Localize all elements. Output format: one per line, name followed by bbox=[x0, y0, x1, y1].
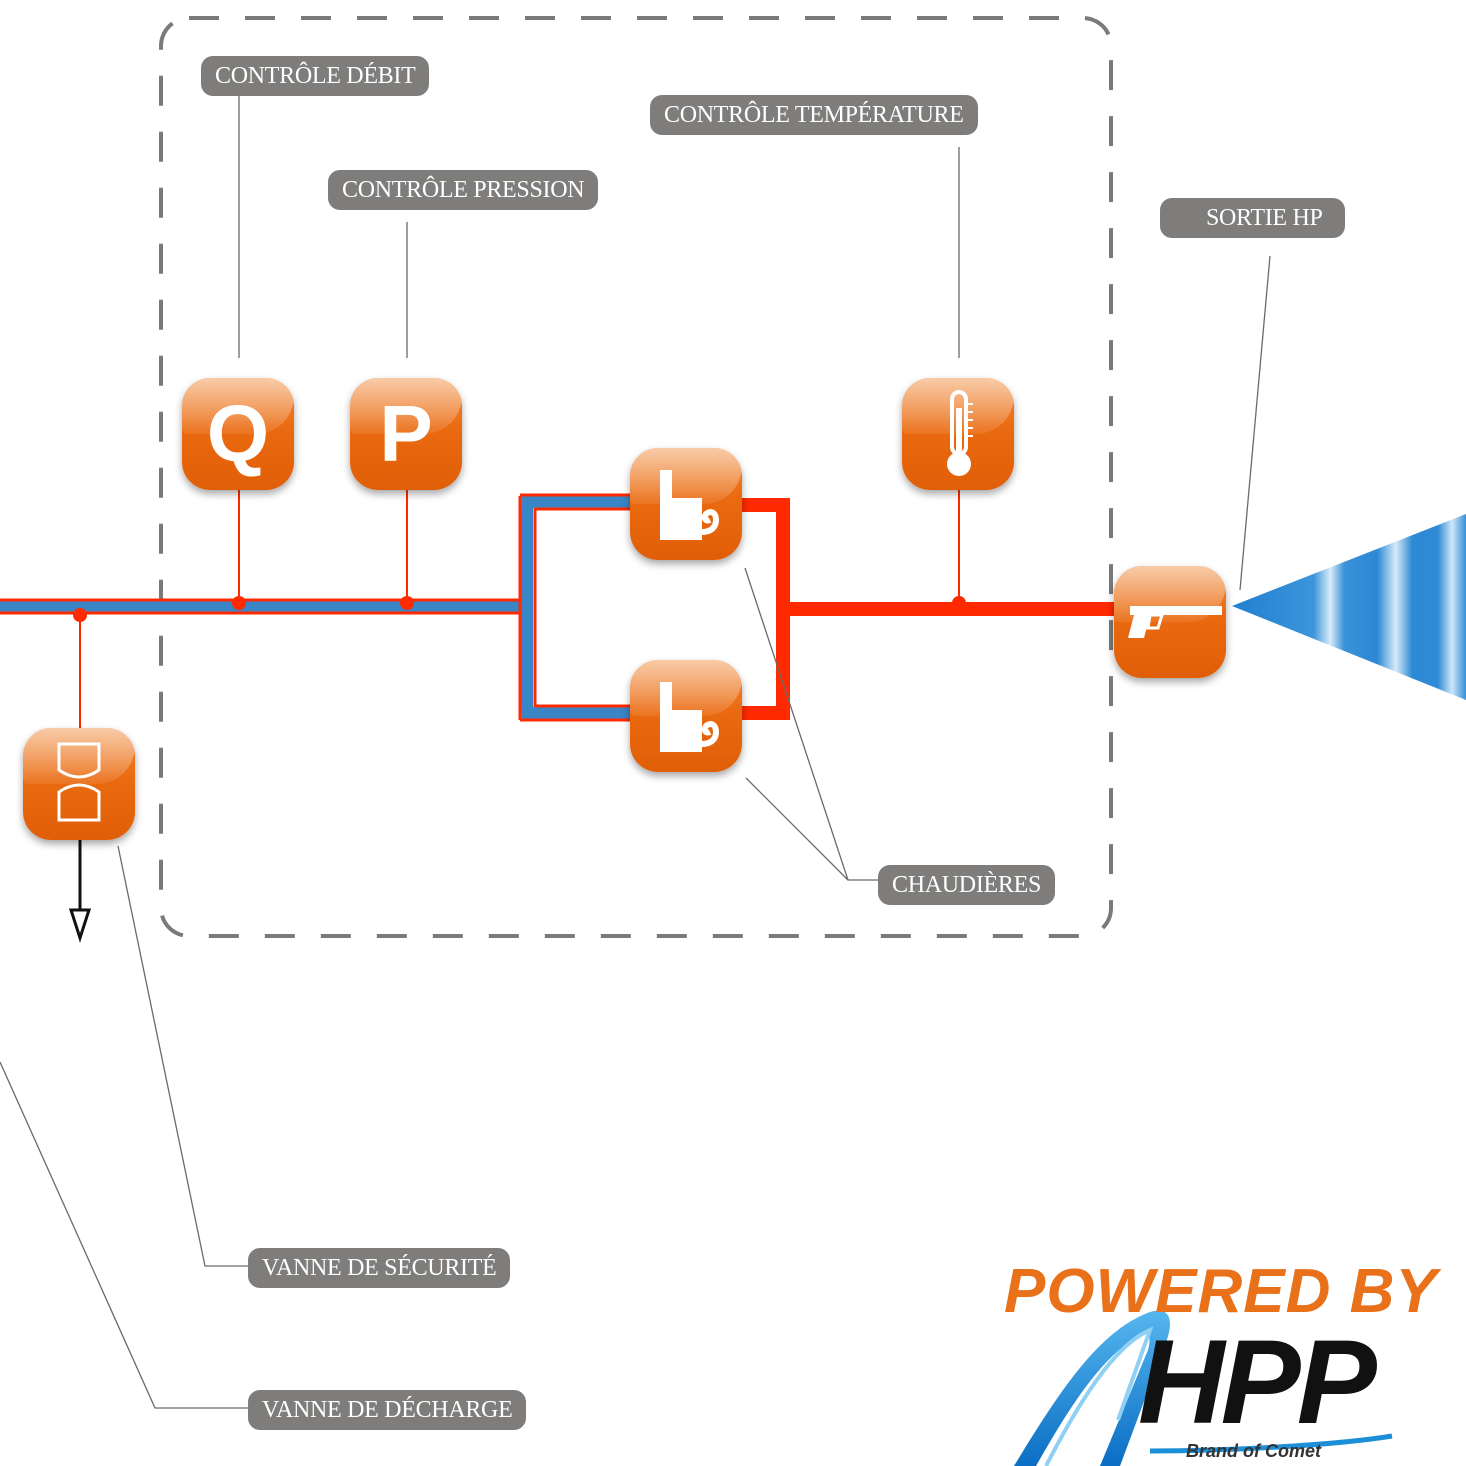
label-chaudieres: CHAUDIÈRES bbox=[878, 865, 1056, 905]
hot-water-line bbox=[738, 498, 1120, 720]
control-box bbox=[159, 16, 1113, 938]
label-vanne-securite: VANNE DE SÉCURITÉ bbox=[248, 1248, 511, 1288]
label-controle-pression: CONTRÔLE PRESSION bbox=[328, 170, 599, 210]
flow-sensor-icon: Q bbox=[182, 378, 294, 490]
label-controle-temperature: CONTRÔLE TEMPÉRATURE bbox=[650, 95, 978, 135]
sensor-taps bbox=[73, 488, 966, 730]
label-vanne-decharge: VANNE DE DÉCHARGE bbox=[248, 1390, 527, 1430]
powered-by-text: POWERED BY bbox=[1004, 1257, 1438, 1326]
boiler-icon bbox=[630, 660, 742, 772]
boiler-icon bbox=[630, 448, 742, 560]
pressure-sensor-icon: P bbox=[350, 378, 462, 490]
boiler-feed-branch bbox=[518, 493, 633, 722]
supply-line bbox=[0, 598, 527, 615]
spray-cone bbox=[1232, 514, 1466, 700]
safety-valve-icon bbox=[23, 728, 135, 840]
label-controle-debit: CONTRÔLE DÉBIT bbox=[201, 56, 430, 96]
brand-tagline: Brand of Comet bbox=[1186, 1441, 1321, 1461]
spray-gun-icon bbox=[1114, 566, 1226, 678]
discharge-arrow bbox=[68, 840, 92, 943]
flow-letter: Q bbox=[206, 389, 270, 478]
label-sortie-hp: SORTIE HP bbox=[1160, 198, 1345, 238]
pressure-letter: P bbox=[379, 389, 433, 478]
hpp-swoosh-logo bbox=[1014, 1310, 1393, 1466]
callout-lines bbox=[0, 96, 1271, 1409]
hpp-logo-text: HPP bbox=[1138, 1315, 1377, 1449]
thermometer-icon bbox=[902, 378, 1014, 490]
